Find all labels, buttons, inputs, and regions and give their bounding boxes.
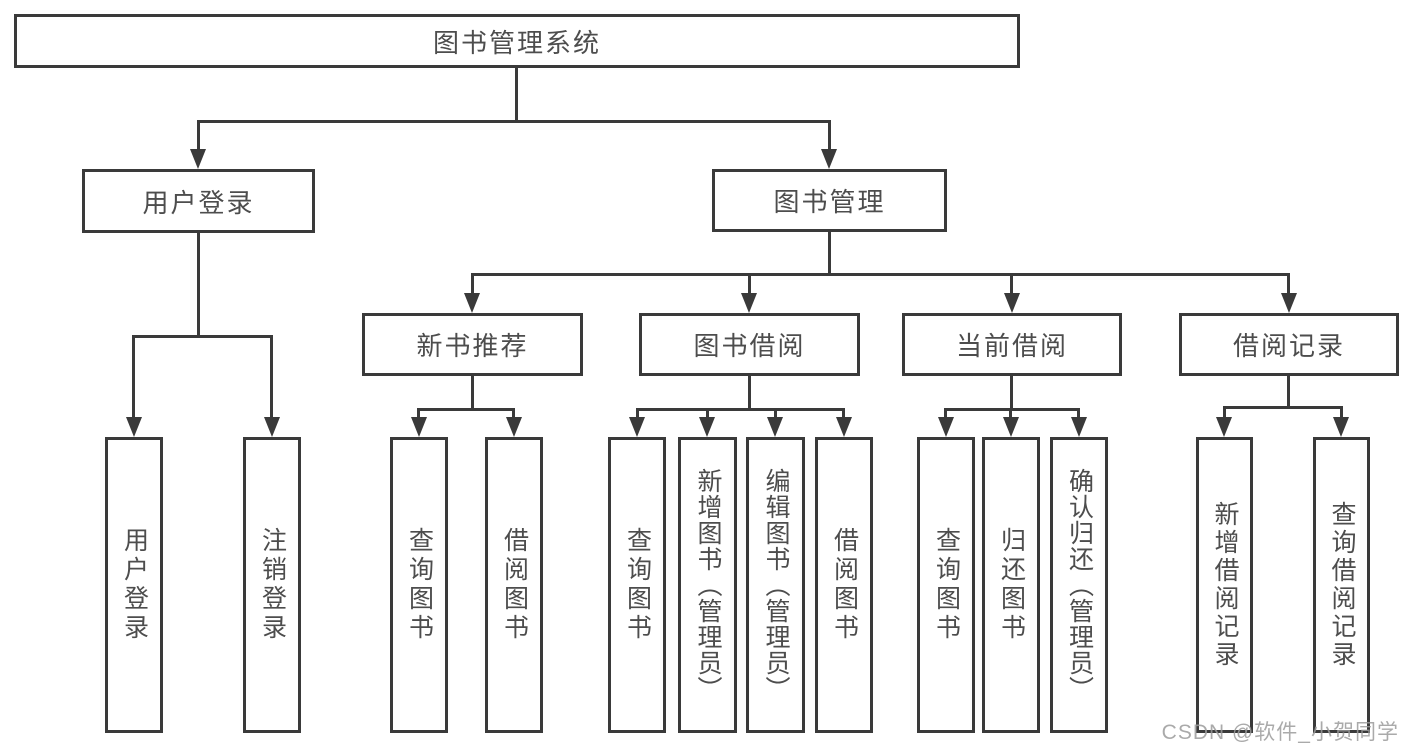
csdn-watermark: CSDN @软件_小贺同学: [1161, 721, 1399, 744]
leaf-logout: 注销登录: [243, 437, 301, 733]
arrow-down-icon: [629, 417, 645, 437]
leaf-return-book: 归还图书: [982, 437, 1040, 733]
arrow-down-icon: [1071, 417, 1087, 437]
connector-drop: [636, 408, 639, 417]
leaf-borrow-book-label: 借阅图书: [830, 527, 859, 643]
node-book-mgmt-label: 图书管理: [773, 187, 886, 217]
leaf-user-login-label: 用户登录: [120, 527, 149, 643]
connector-borrow-records-stem: [1287, 376, 1290, 406]
connector-drop: [774, 408, 777, 417]
connector-book-borrow-hbar: [637, 408, 844, 411]
connector-user-login-hbar: [134, 335, 272, 338]
node-current-borrow: 当前借阅: [902, 313, 1122, 376]
leaf-add-book-label: 新增图书（管理员）: [694, 468, 722, 702]
connector-root-hbar: [197, 120, 831, 123]
node-new-book-rec: 新书推荐: [362, 313, 583, 376]
leaf-query-book-borrow: 查询图书: [608, 437, 666, 733]
connector-drop-leaf-user-login: [132, 335, 135, 417]
leaf-user-login: 用户登录: [105, 437, 163, 733]
arrow-down-icon: [1003, 417, 1019, 437]
arrow-down-icon: [699, 417, 715, 437]
connector-drop: [512, 408, 515, 417]
connector-drop-new-book-rec: [471, 273, 474, 293]
connector-drop-borrow-records: [1287, 273, 1290, 293]
connector-current-borrow-hbar: [946, 408, 1079, 411]
connector-borrow-records-hbar: [1224, 406, 1342, 409]
arrow-down-icon: [506, 417, 522, 437]
connector-book-borrow-stem: [748, 376, 751, 408]
connector-current-borrow-stem: [1010, 376, 1013, 408]
arrow-down-icon: [464, 293, 480, 313]
node-book-mgmt: 图书管理: [712, 169, 947, 232]
connector-user-login-stem: [197, 233, 200, 335]
node-new-book-rec-label: 新书推荐: [416, 331, 529, 361]
connector-new-book-rec-hbar: [419, 408, 514, 411]
connector-root-stem: [515, 68, 518, 120]
connector-drop-user-login: [197, 120, 200, 149]
connector-drop-book-borrow: [748, 273, 751, 293]
leaf-add-book: 新增图书（管理员）: [678, 437, 737, 733]
leaf-borrow-book: 借阅图书: [815, 437, 873, 733]
leaf-query-book-rec: 查询图书: [390, 437, 448, 733]
node-borrow-records: 借阅记录: [1179, 313, 1399, 376]
node-borrow-records-label: 借阅记录: [1232, 331, 1345, 361]
connector-drop-book-mgmt: [828, 120, 831, 149]
node-book-borrow: 图书借阅: [639, 313, 860, 376]
leaf-query-book-current-label: 查询图书: [932, 527, 961, 643]
arrow-down-icon: [836, 417, 852, 437]
connector-new-book-rec-stem: [471, 376, 474, 408]
connector-drop: [1009, 408, 1012, 417]
node-root: 图书管理系统: [14, 14, 1020, 68]
leaf-confirm-return: 确认归还（管理员）: [1050, 437, 1108, 733]
arrow-down-icon: [190, 149, 206, 169]
arrow-down-icon: [411, 417, 427, 437]
leaf-logout-label: 注销登录: [258, 527, 287, 643]
leaf-query-borrow-record: 查询借阅记录: [1313, 437, 1370, 733]
connector-drop: [417, 408, 420, 417]
connector-drop: [706, 408, 709, 417]
leaf-query-book-rec-label: 查询图书: [405, 527, 434, 643]
connector-drop: [1077, 408, 1080, 417]
arrow-down-icon: [1333, 417, 1349, 437]
node-current-borrow-label: 当前借阅: [955, 331, 1068, 361]
connector-drop: [944, 408, 947, 417]
node-user-login-label: 用户登录: [142, 187, 255, 218]
connector-drop-current-borrow: [1010, 273, 1013, 293]
arrow-down-icon: [1004, 293, 1020, 313]
arrow-down-icon: [264, 417, 280, 437]
leaf-query-book-borrow-label: 查询图书: [623, 527, 652, 643]
arrow-down-icon: [1216, 417, 1232, 437]
arrow-down-icon: [126, 417, 142, 437]
node-user-login: 用户登录: [82, 169, 315, 233]
connector-drop-leaf-logout: [270, 335, 273, 417]
leaf-query-borrow-record-label: 查询借阅记录: [1328, 501, 1356, 669]
arrow-down-icon: [938, 417, 954, 437]
arrow-down-icon: [767, 417, 783, 437]
leaf-query-book-current: 查询图书: [917, 437, 975, 733]
node-root-label: 图书管理系统: [432, 27, 601, 58]
leaf-confirm-return-label: 确认归还（管理员）: [1065, 468, 1094, 702]
leaf-borrow-book-rec: 借阅图书: [485, 437, 543, 733]
leaf-borrow-book-rec-label: 借阅图书: [500, 527, 529, 643]
leaf-add-borrow-record: 新增借阅记录: [1196, 437, 1253, 733]
connector-book-mgmt-hbar: [472, 273, 1289, 276]
arrow-down-icon: [741, 293, 757, 313]
connector-drop: [1340, 406, 1343, 417]
leaf-add-borrow-record-label: 新增借阅记录: [1211, 501, 1239, 669]
node-book-borrow-label: 图书借阅: [693, 331, 806, 361]
arrow-down-icon: [821, 149, 837, 169]
leaf-edit-book: 编辑图书（管理员）: [746, 437, 805, 733]
connector-book-mgmt-stem: [828, 232, 831, 273]
leaf-edit-book-label: 编辑图书（管理员）: [762, 468, 790, 702]
arrow-down-icon: [1281, 293, 1297, 313]
connector-drop: [842, 408, 845, 417]
connector-drop: [1223, 406, 1226, 417]
leaf-return-book-label: 归还图书: [997, 527, 1026, 643]
